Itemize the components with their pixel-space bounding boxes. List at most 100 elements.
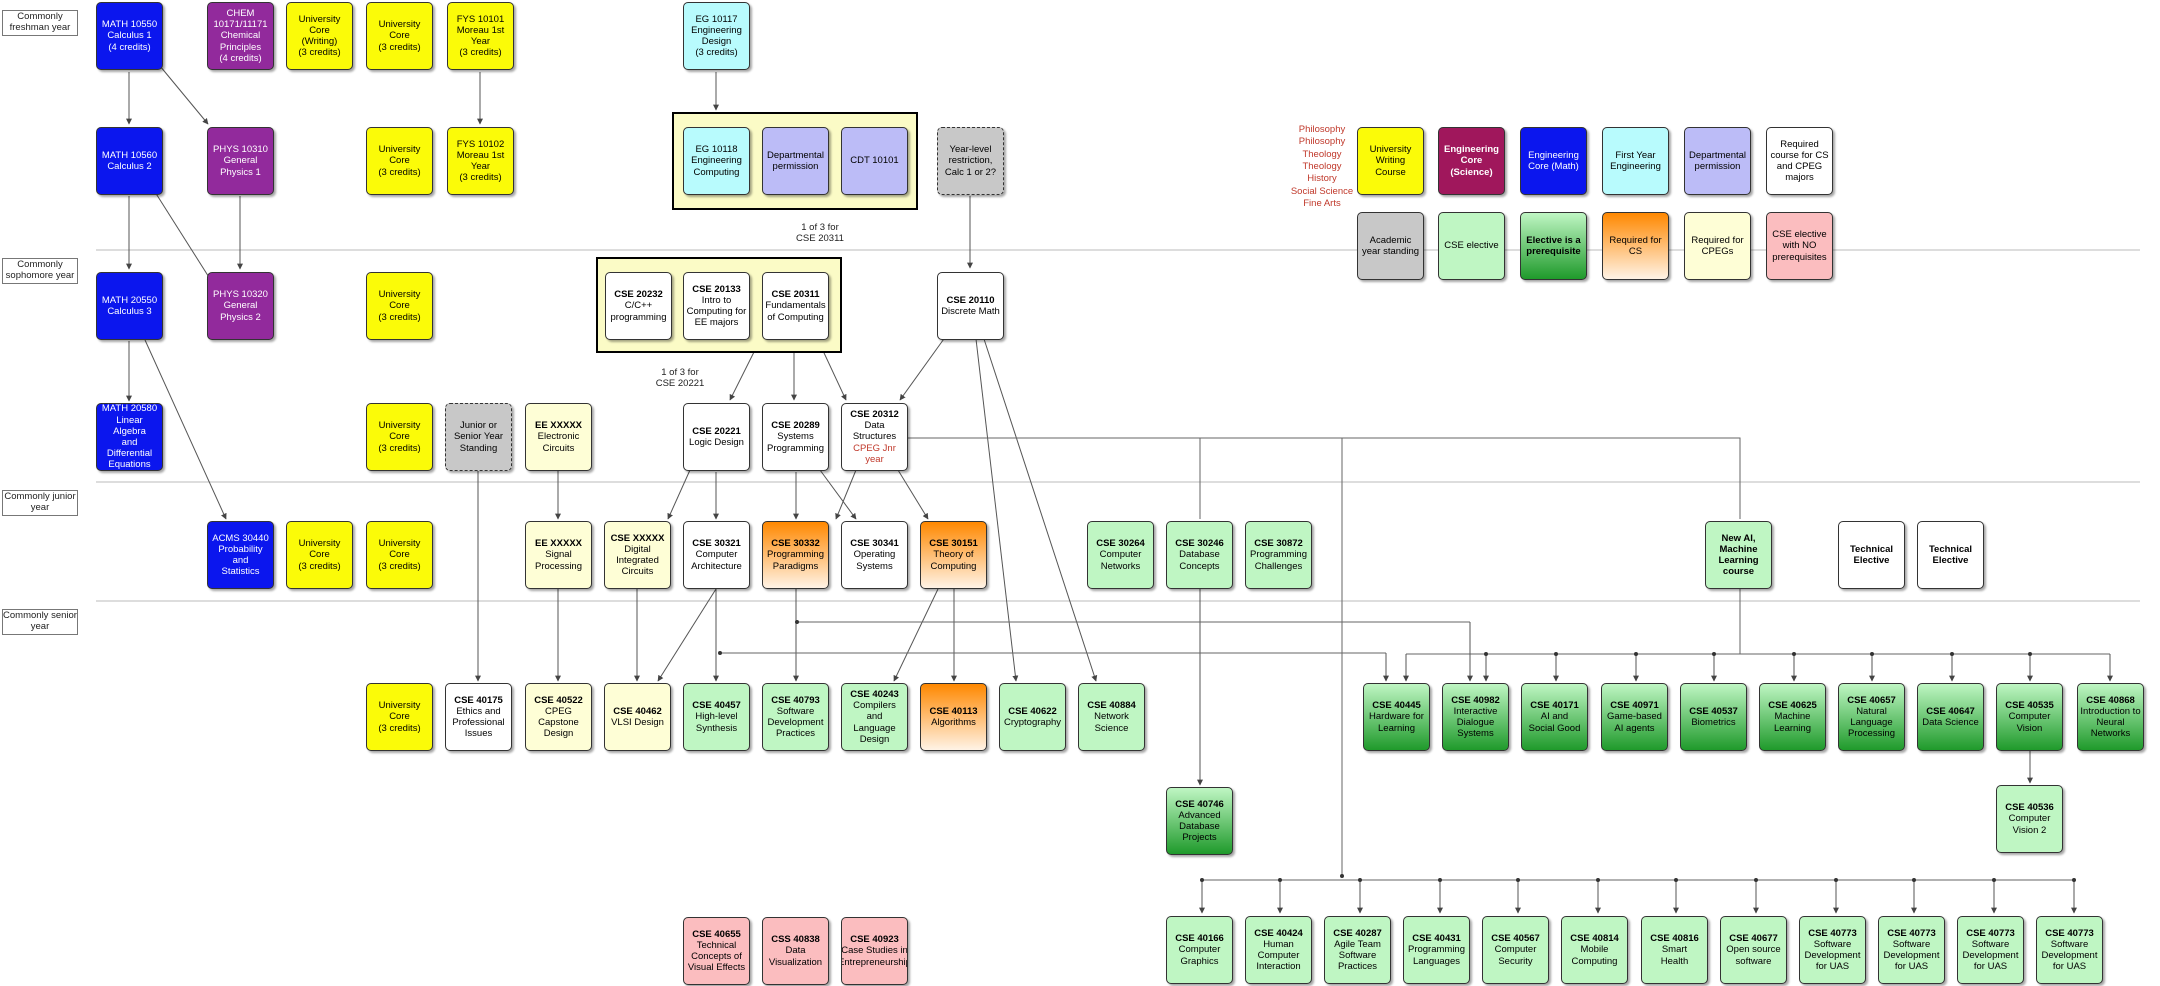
course-univ-core-j2[interactable]: University Core(3 credits) bbox=[366, 521, 433, 589]
course-univ-core-s2[interactable]: University Core(3 credits) bbox=[366, 403, 433, 471]
annotation-one-of-three-20311: 1 of 3 for CSE 20311 bbox=[796, 222, 844, 245]
year-label-freshman: Commonly freshman year bbox=[2, 10, 78, 36]
junction-dots bbox=[718, 620, 2076, 882]
legend-elective-prerequisite: Elective is a prerequisite bbox=[1520, 212, 1587, 280]
humanities-item: Philosophy bbox=[1298, 136, 1346, 148]
course-new-ai-ml[interactable]: New AI, Machine Learning course bbox=[1705, 521, 1772, 589]
technical-elective-2[interactable]: Technical Elective bbox=[1917, 521, 1984, 589]
course-univ-core-sr[interactable]: University Core(3 credits) bbox=[366, 683, 433, 751]
year-level-restriction-box[interactable]: Year-level restriction, Calc 1 or 2? bbox=[937, 127, 1004, 195]
technical-elective-1[interactable]: Technical Elective bbox=[1838, 521, 1905, 589]
legend-departmental-permission: Departmental permission bbox=[1684, 127, 1751, 195]
course-cdt-10101[interactable]: CDT 10101 bbox=[841, 127, 908, 195]
humanities-item: Theology bbox=[1302, 148, 1342, 160]
year-label-senior: Commonly senior year bbox=[2, 609, 78, 635]
legend-cse-elective-no-prereq: CSE elective with NO prerequisites bbox=[1766, 212, 1833, 280]
legend-required-course: Required course for CS and CPEG majors bbox=[1766, 127, 1833, 195]
fanout-arrows bbox=[1199, 622, 2113, 914]
legend-engineering-core-math: Engineering Core (Math) bbox=[1520, 127, 1587, 195]
course-univ-core-f2[interactable]: University Core(3 credits) bbox=[366, 127, 433, 195]
departmental-permission-box[interactable]: Departmental permission bbox=[762, 127, 829, 195]
legend-first-year-engineering: First Year Engineering bbox=[1602, 127, 1669, 195]
year-label-junior: Commonly junior year bbox=[2, 490, 78, 516]
legend-required-for-cpegs: Required for CPEGs bbox=[1684, 212, 1751, 280]
legend-academic-year-standing: Academic year standing bbox=[1357, 212, 1424, 280]
course-univ-core-f1[interactable]: University Core(3 credits) bbox=[366, 2, 433, 70]
humanities-item: History bbox=[1307, 173, 1337, 185]
course-univ-core-j1[interactable]: University Core(3 credits) bbox=[286, 521, 353, 589]
humanities-item: Philosophy bbox=[1298, 124, 1346, 135]
course-univ-core-s1[interactable]: University Core(3 credits) bbox=[366, 272, 433, 340]
year-label-sophomore: Commonly sophomore year bbox=[2, 258, 78, 284]
course-univ-core-writing[interactable]: University Core (Writing)(3 credits) bbox=[286, 2, 353, 70]
junior-senior-standing-box[interactable]: Junior or Senior Year Standing bbox=[445, 403, 512, 471]
